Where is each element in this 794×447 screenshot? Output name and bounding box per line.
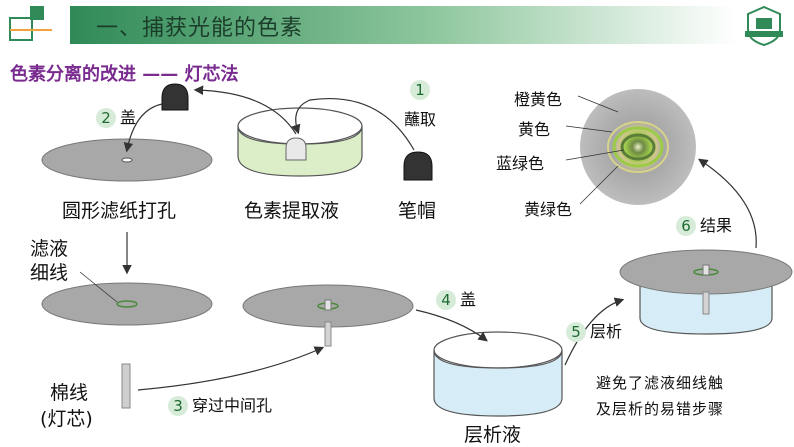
caption-solvent: 层析液	[464, 424, 522, 446]
pointer-filtrate	[79, 271, 118, 303]
setup-thread-hanging	[702, 291, 710, 315]
band-label-blue-green: 蓝绿色	[496, 154, 545, 173]
caption-filter-paper: 圆形滤纸打孔	[62, 200, 177, 222]
note-line-1: 避免了滤液细线触	[596, 374, 725, 392]
caption-pen-cap: 笔帽	[398, 200, 437, 222]
header: 一、捕获光能的色素	[0, 0, 794, 50]
pen-cap-in-dish	[285, 137, 307, 161]
pen-cap	[403, 151, 433, 181]
arrow-to-result	[698, 158, 757, 249]
band-label-yellow: 黄色	[518, 120, 551, 139]
beaker-solvent	[433, 349, 563, 417]
cotton-thread	[121, 363, 131, 409]
caption-pigment-extract: 色素提取液	[244, 200, 340, 222]
arrow-cap-to-paper	[123, 103, 163, 153]
arrow-to-cap	[193, 85, 297, 135]
step-1-number: 1	[410, 80, 434, 100]
band-label-yellow-green: 黄绿色	[524, 200, 573, 219]
page-title: 一、捕获光能的色素	[96, 16, 304, 41]
arrow-to-beaker	[415, 309, 488, 342]
paper-with-line	[41, 282, 213, 326]
thread-hanging	[324, 321, 332, 347]
arrow-beaker-up	[564, 297, 625, 366]
pen-cap-top	[161, 83, 189, 111]
band-yellow	[607, 121, 669, 173]
pointer-band-3	[565, 149, 625, 161]
pointer-band-4	[579, 165, 619, 205]
filtrate-ring	[116, 300, 138, 308]
step-1-label: 蘸取	[404, 110, 437, 129]
caption-filtrate-line-2: 细线	[30, 262, 69, 284]
pointer-band-1	[577, 95, 619, 113]
caption-cotton-thread-1: 棉线	[50, 382, 89, 404]
school-emblem-icon	[745, 5, 783, 47]
caption-filtrate-line-1: 滤液	[30, 238, 69, 260]
beaker-rim	[433, 331, 563, 369]
caption-cotton-thread-2: (灯芯)	[40, 408, 93, 430]
band-blue-green	[620, 133, 656, 161]
arrow-dip	[291, 98, 415, 151]
pointer-band-2	[565, 125, 613, 133]
subtitle: 色素分离的改进 —— 灯芯法	[10, 64, 239, 85]
band-yellow-green	[612, 126, 664, 168]
corner-squares-icon	[9, 6, 52, 41]
chromatogram-disc	[580, 89, 696, 205]
setup-thread	[702, 264, 710, 276]
arrow-thread-up	[137, 346, 325, 391]
paper-hole	[121, 157, 133, 163]
header-bar	[70, 6, 736, 44]
band-label-orange-yellow: 橙黄色	[514, 90, 563, 109]
note-line-2: 及层析的易错步骤	[596, 400, 725, 418]
thread-end	[324, 299, 332, 311]
note: 避免了滤液细线触 及层析的易错步骤	[596, 370, 724, 422]
